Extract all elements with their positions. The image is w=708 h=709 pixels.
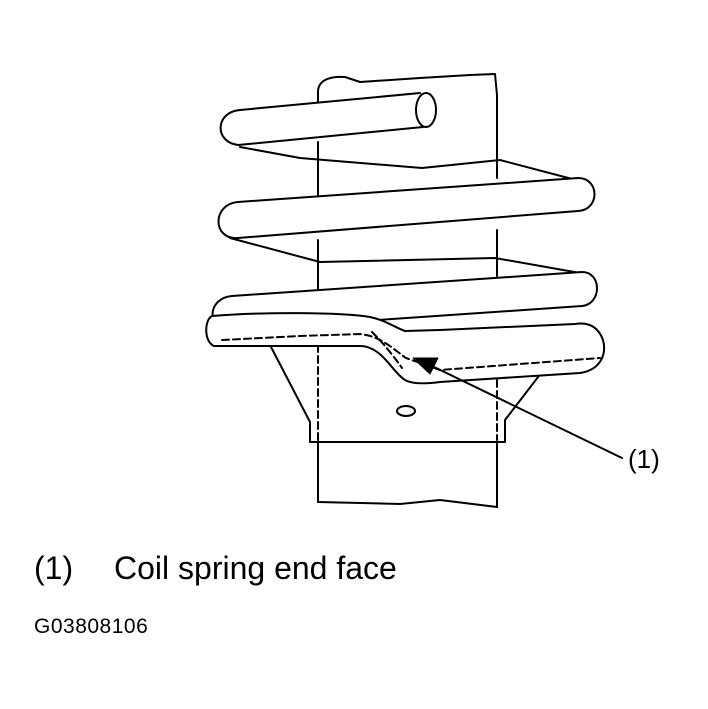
callout-label: (1) xyxy=(628,444,660,474)
legend-text: Coil spring end face xyxy=(114,550,397,586)
legend-number: (1) xyxy=(34,550,74,586)
coil-end-face xyxy=(205,312,605,385)
legend: (1) Coil spring end face xyxy=(34,548,397,588)
arrowhead-icon xyxy=(412,357,439,375)
coil-turn-middle xyxy=(217,177,596,240)
coil-turn-top xyxy=(219,92,437,146)
callout-leader xyxy=(412,357,623,459)
figure-id: G03808106 xyxy=(34,615,149,638)
shock-absorber-cylinder xyxy=(317,73,498,508)
